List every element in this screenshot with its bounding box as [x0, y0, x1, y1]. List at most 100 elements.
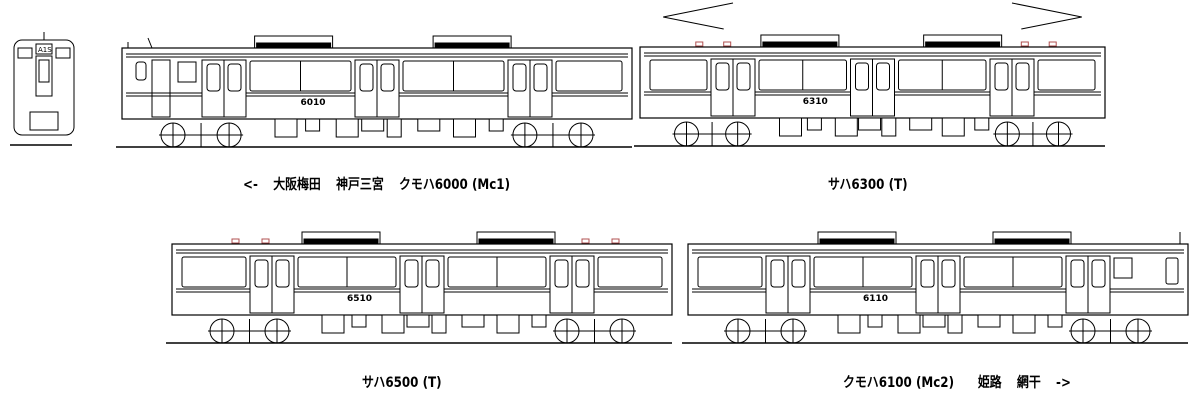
side-window	[697, 256, 763, 288]
underfloor-equipment	[335, 118, 359, 138]
underfloor-equipment	[496, 314, 520, 334]
underfloor-equipment	[834, 117, 858, 137]
underfloor-equipment	[386, 118, 402, 138]
underfloor-equipment	[897, 314, 921, 334]
company-logo	[177, 61, 197, 83]
underfloor-equipment	[431, 314, 447, 334]
roof-vent	[1020, 41, 1029, 47]
underfloor-equipment	[361, 118, 385, 132]
underfloor-equipment	[453, 118, 476, 138]
roof-ac-grille	[762, 41, 838, 47]
front-door-window	[38, 59, 50, 83]
roof-ac-grille	[434, 42, 510, 48]
underfloor-equipment	[858, 117, 882, 131]
destination-sign-text: A1S	[38, 46, 52, 54]
door-window	[770, 259, 785, 288]
door-window	[227, 63, 242, 92]
front-window-right	[55, 47, 71, 59]
underfloor-equipment	[406, 314, 430, 328]
underfloor-equipment	[1012, 314, 1036, 334]
door-window	[920, 259, 935, 288]
underfloor-equipment	[1047, 314, 1063, 328]
car-number: 6010	[301, 98, 326, 108]
underfloor-equipment	[779, 117, 802, 137]
door-window	[533, 63, 548, 92]
door-window	[791, 259, 806, 288]
destination-sign	[35, 43, 53, 55]
door-window	[206, 63, 221, 92]
roof-vent	[261, 238, 270, 244]
door-window	[554, 259, 569, 288]
door-window	[380, 63, 395, 92]
car-number: 6510	[347, 294, 372, 304]
roof-ac-grille	[303, 238, 379, 244]
car-type-label: クモハ6100 (Mc2)	[843, 375, 955, 391]
car-mc1: 6010	[116, 35, 633, 148]
roof-vent	[1048, 41, 1057, 47]
door-window	[1070, 259, 1085, 288]
door-window	[512, 63, 527, 92]
pantograph-arm	[663, 2, 734, 18]
roof-ac-grille	[256, 42, 332, 48]
station-aboshi: 網干	[1016, 375, 1041, 391]
roof-ac-grille	[994, 238, 1070, 244]
caption-car-2: サハ6300 (T)	[828, 174, 923, 194]
caption-car-4: クモハ6100 (Mc2)姫路網干->	[843, 372, 1086, 392]
coupler	[29, 111, 59, 131]
underfloor-equipment	[909, 117, 933, 131]
underfloor-equipment	[977, 314, 1001, 328]
front-door	[35, 55, 53, 97]
car-type-label: サハ6500 (T)	[362, 375, 442, 391]
door-window	[1091, 259, 1106, 288]
underfloor-equipment	[922, 314, 946, 328]
underfloor-equipment	[488, 118, 504, 132]
roof-ac-grille	[925, 41, 1001, 47]
roof-vent	[581, 238, 590, 244]
door-window	[941, 259, 956, 288]
side-window	[1037, 59, 1096, 91]
underfloor-equipment	[274, 118, 298, 138]
car-number: 6110	[863, 294, 888, 304]
underfloor-equipment	[461, 314, 485, 328]
front-view: A1S	[10, 32, 75, 146]
pantograph-arm	[1011, 2, 1082, 18]
station-osaka-umeda: 大阪梅田	[273, 177, 321, 193]
car-t1: 6310	[634, 2, 1106, 147]
side-window	[181, 256, 247, 288]
station-kobe-sannomiya: 神戸三宮	[336, 177, 384, 193]
crew-door	[151, 59, 171, 118]
door-window	[404, 259, 419, 288]
underfloor-equipment	[531, 314, 547, 328]
roof-vent	[231, 238, 240, 244]
car-t2: 6510	[166, 231, 673, 344]
door-window	[715, 62, 730, 91]
underfloor-equipment	[947, 314, 963, 334]
roof-vent	[611, 238, 620, 244]
station-himeji: 姫路	[977, 375, 1002, 391]
car-type-label: クモハ6000 (Mc1)	[399, 177, 511, 193]
door-window	[855, 62, 869, 91]
cab-window	[1165, 257, 1179, 285]
caption-car-1: <-大阪梅田神戸三宮クモハ6000 (Mc1)	[243, 174, 525, 194]
roof-ac-grille	[819, 238, 895, 244]
door-window	[359, 63, 374, 92]
underfloor-equipment	[417, 118, 441, 132]
caption-car-3: サハ6500 (T)	[362, 372, 457, 392]
car-type-label: サハ6300 (T)	[828, 177, 908, 193]
pantograph-horn	[147, 37, 153, 49]
underfloor-equipment	[806, 117, 822, 131]
door-window	[876, 62, 890, 91]
cab-window	[135, 61, 147, 81]
underfloor-equipment	[351, 314, 367, 328]
door-window	[275, 259, 290, 288]
roof-ac-grille	[478, 238, 554, 244]
underfloor-equipment	[381, 314, 405, 334]
door-window	[425, 259, 440, 288]
door-window	[575, 259, 590, 288]
door-window	[994, 62, 1009, 91]
door-window	[736, 62, 751, 91]
front-window-left	[17, 47, 33, 59]
pantograph-arm	[663, 16, 724, 30]
underfloor-equipment	[321, 314, 345, 334]
